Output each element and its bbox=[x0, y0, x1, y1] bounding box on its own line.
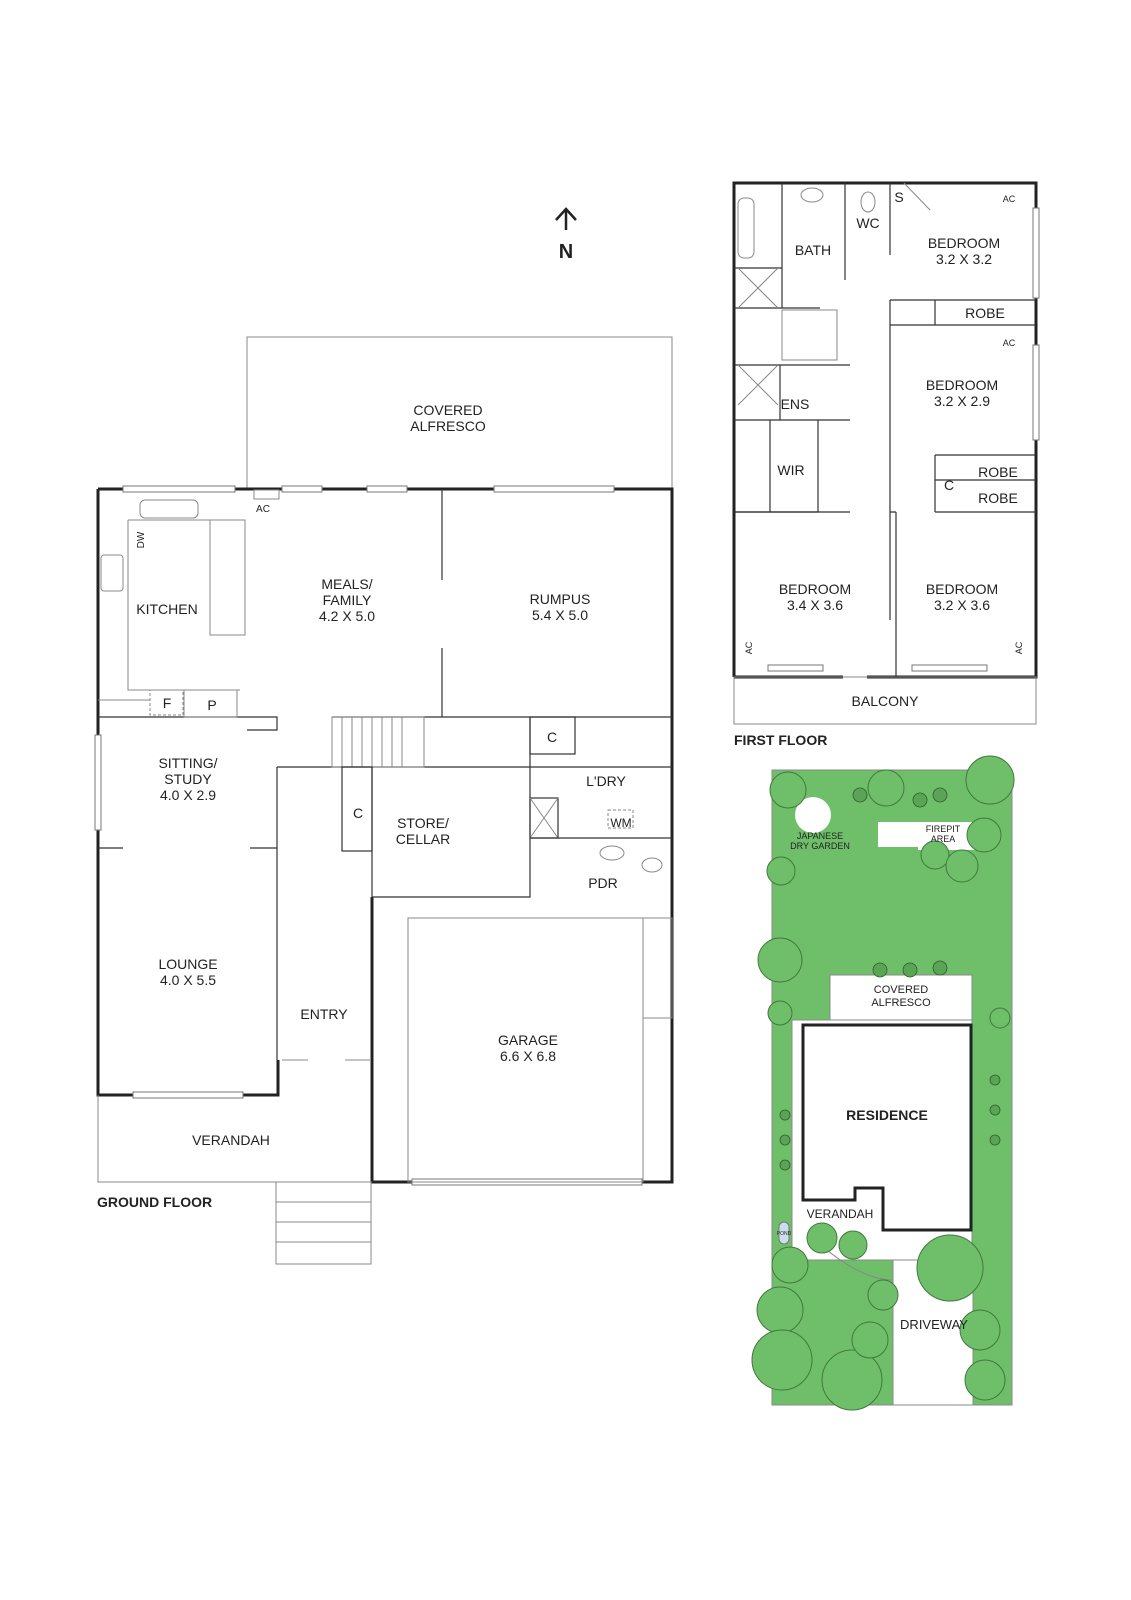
label-verandah: VERANDAH bbox=[807, 1207, 874, 1221]
robe-label: ROBE bbox=[978, 464, 1018, 480]
ground-floor-title: GROUND FLOOR bbox=[97, 1194, 212, 1210]
first-floor-plan bbox=[732, 181, 1040, 725]
room-label-verandah: VERANDAH bbox=[192, 1132, 270, 1148]
cupboard-label: C bbox=[353, 805, 363, 821]
robe-label: ROBE bbox=[965, 305, 1005, 321]
room-label-covered-alfresco-2: ALFRESCO bbox=[410, 418, 486, 434]
ac-label: AC bbox=[1014, 641, 1024, 654]
first-floor-title: FIRST FLOOR bbox=[734, 732, 827, 748]
room-dimensions-bedroom-2: 3.2 X 2.9 bbox=[934, 393, 990, 409]
room-label-garage: GARAGE bbox=[498, 1032, 558, 1048]
ac-label: AC bbox=[1003, 194, 1016, 204]
room-label-sitting-study: SITTING/ bbox=[158, 755, 217, 771]
label-driveway: DRIVEWAY bbox=[900, 1317, 968, 1332]
room-label-bedroom-2: BEDROOM bbox=[926, 377, 998, 393]
ground-floor-plan bbox=[94, 336, 674, 1265]
storage-label: S bbox=[894, 189, 903, 205]
room-label-ensuite: ENS bbox=[781, 396, 810, 412]
room-dimensions-meals-family: 4.2 X 5.0 bbox=[319, 608, 375, 624]
room-label-laundry: L'DRY bbox=[586, 773, 626, 789]
room-label-store-cellar: STORE/ bbox=[397, 815, 449, 831]
site-plan-labels: JAPANESE DRY GARDEN FIREPIT AREA COVERED… bbox=[777, 824, 968, 1332]
ground-floor-labels: COVERED ALFRESCO KITCHEN DW AC MEALS/ FA… bbox=[97, 402, 632, 1210]
ac-label: AC bbox=[1003, 338, 1016, 348]
room-label-entry: ENTRY bbox=[300, 1006, 348, 1022]
room-label-bedroom-4: BEDROOM bbox=[926, 581, 998, 597]
room-label-store-cellar-2: CELLAR bbox=[396, 831, 450, 847]
room-label-meals-family: MEALS/ bbox=[321, 576, 372, 592]
room-label-covered-alfresco: COVERED bbox=[413, 402, 482, 418]
room-label-rumpus: RUMPUS bbox=[530, 591, 591, 607]
label-residence: RESIDENCE bbox=[846, 1107, 928, 1123]
room-dimensions-bedroom-1: 3.2 X 3.2 bbox=[936, 251, 992, 267]
ac-label: AC bbox=[744, 641, 754, 654]
pantry-label: P bbox=[207, 697, 216, 713]
room-label-balcony: BALCONY bbox=[852, 693, 920, 709]
fridge-label: F bbox=[163, 695, 172, 711]
cupboard-label: C bbox=[944, 477, 954, 493]
label-firepit-area-2: AREA bbox=[931, 834, 956, 844]
dishwasher-label: DW bbox=[136, 531, 147, 548]
label-pond: POND bbox=[777, 1231, 792, 1237]
room-label-wir: WIR bbox=[777, 462, 804, 478]
room-dimensions-garage: 6.6 X 6.8 bbox=[500, 1048, 556, 1064]
room-label-pdr: PDR bbox=[588, 875, 618, 891]
trees bbox=[751, 755, 1015, 1411]
ac-label: AC bbox=[256, 504, 270, 515]
label-firepit-area: FIREPIT bbox=[926, 824, 961, 834]
robe-label: ROBE bbox=[978, 490, 1018, 506]
room-label-wc: WC bbox=[856, 215, 879, 231]
room-label-sitting-study-2: STUDY bbox=[164, 771, 212, 787]
room-dimensions-lounge: 4.0 X 5.5 bbox=[160, 972, 216, 988]
label-covered-alfresco: COVERED bbox=[874, 984, 928, 996]
site-plan bbox=[751, 755, 1015, 1411]
washing-machine-label: WM bbox=[610, 816, 631, 830]
room-label-kitchen: KITCHEN bbox=[136, 601, 197, 617]
room-dimensions-rumpus: 5.4 X 5.0 bbox=[532, 607, 588, 623]
room-dimensions-bedroom-4: 3.2 X 3.6 bbox=[934, 597, 990, 613]
label-covered-alfresco-2: ALFRESCO bbox=[871, 997, 931, 1009]
room-label-meals-family-2: FAMILY bbox=[323, 592, 372, 608]
room-label-bedroom-3: BEDROOM bbox=[779, 581, 851, 597]
first-floor-labels: BATH WC S AC BEDROOM 3.2 X 3.2 ROBE AC B… bbox=[734, 189, 1024, 748]
label-japanese-dry-garden: JAPANESE bbox=[797, 831, 843, 841]
room-label-lounge: LOUNGE bbox=[158, 956, 217, 972]
room-label-bedroom-1: BEDROOM bbox=[928, 235, 1000, 251]
room-dimensions-sitting-study: 4.0 X 2.9 bbox=[160, 787, 216, 803]
cupboard-label: C bbox=[547, 729, 557, 745]
room-label-bath: BATH bbox=[795, 242, 831, 258]
label-japanese-dry-garden-2: DRY GARDEN bbox=[790, 841, 850, 851]
north-arrow-icon bbox=[555, 207, 577, 230]
room-dimensions-bedroom-3: 3.4 X 3.6 bbox=[787, 597, 843, 613]
north-label: N bbox=[559, 241, 573, 263]
